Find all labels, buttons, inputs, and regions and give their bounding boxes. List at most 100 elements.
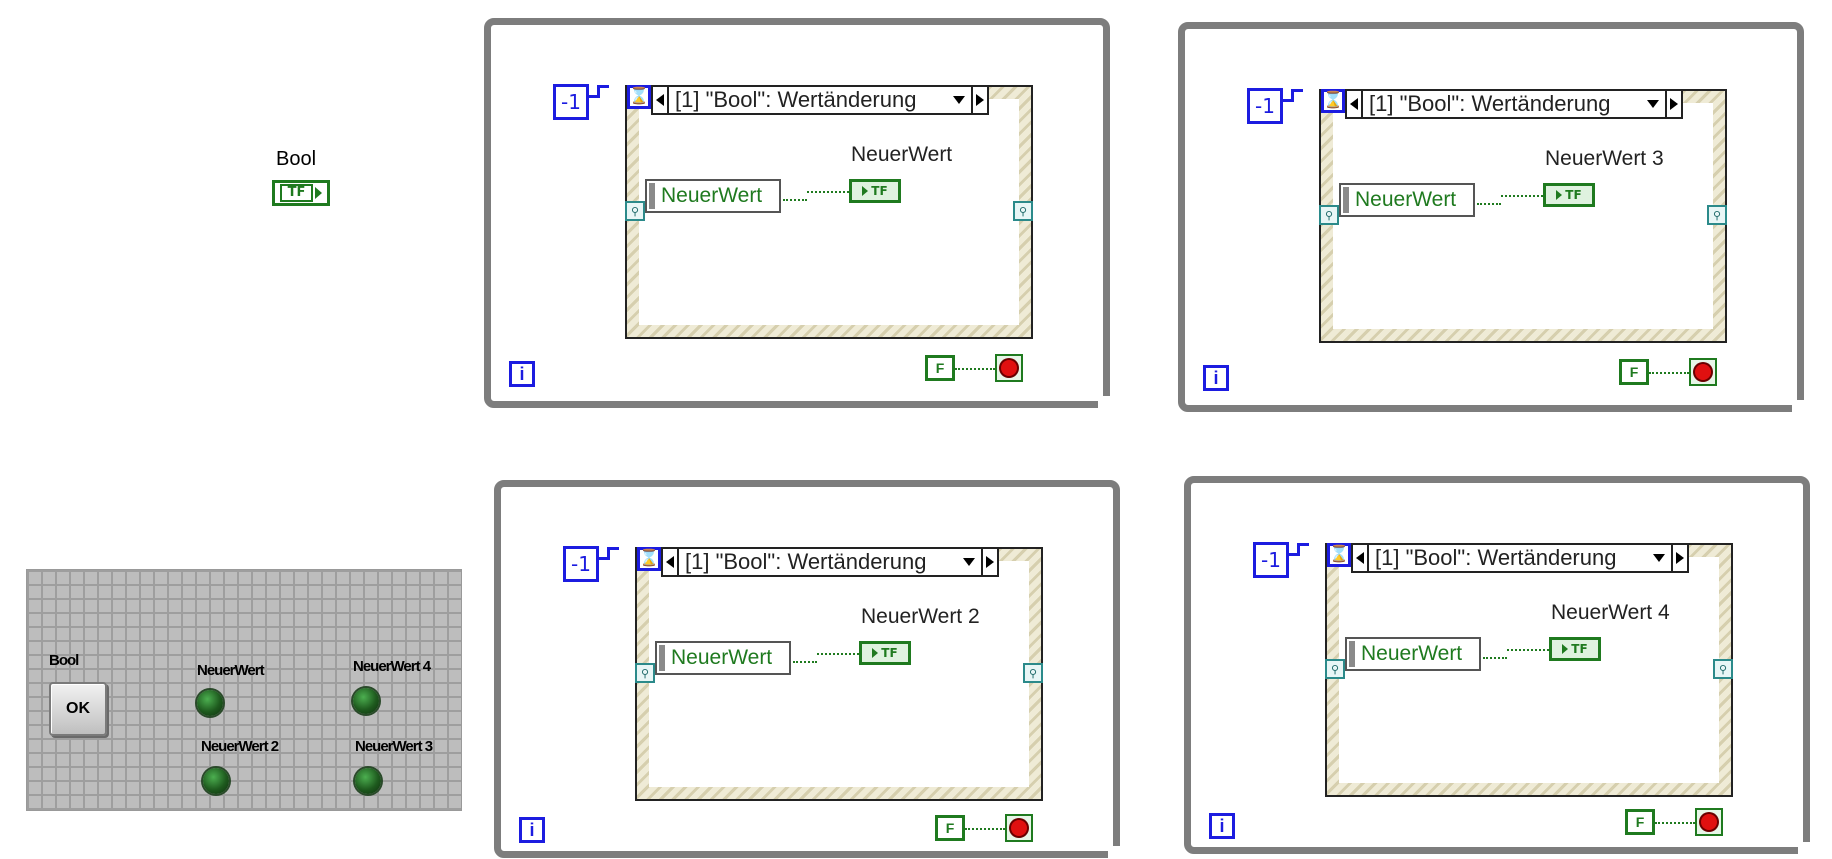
indicator-arrow-icon (862, 186, 869, 196)
stop-wire (965, 828, 1005, 830)
event-case-selector[interactable]: [1] "Bool": Wertänderung (651, 85, 989, 115)
indicator-type-text: TF (1565, 188, 1582, 202)
timeout-wire-top (1297, 543, 1309, 546)
dropdown-arrow-icon[interactable] (1653, 554, 1665, 562)
dropdown-arrow-icon[interactable] (1647, 100, 1659, 108)
event-data-node[interactable]: NeuerWert (655, 641, 791, 675)
bool-control-terminal[interactable]: TF (272, 180, 330, 206)
bool-type-text: TF (279, 184, 314, 202)
timeout-wire-vertical (597, 85, 600, 98)
indicator-type-text: TF (1571, 642, 1588, 656)
event-data-tunnel-icon: ⚲ (635, 663, 655, 683)
hourglass-icon: ⌛ (1327, 543, 1351, 567)
hourglass-icon: ⌛ (1321, 89, 1345, 113)
event-data-node-text: NeuerWert (1361, 642, 1463, 665)
while-loop-2[interactable]: -1 NeuerWert NeuerWert 3 TF ⌛ [1] "Bool"… (1178, 22, 1804, 412)
timeout-constant[interactable]: -1 (1247, 88, 1283, 124)
increment-arrow-icon[interactable] (981, 549, 997, 575)
data-wire-b (1507, 649, 1549, 651)
event-structure-1[interactable]: NeuerWert NeuerWert TF (625, 85, 1033, 339)
decrement-arrow-icon[interactable] (1353, 545, 1369, 571)
decrement-arrow-icon[interactable] (653, 87, 669, 113)
dropdown-arrow-icon[interactable] (953, 96, 965, 104)
event-data-tunnel-icon: ⚲ (1325, 659, 1345, 679)
decrement-arrow-icon[interactable] (1347, 91, 1363, 117)
indicator-label: NeuerWert 4 (1551, 601, 1670, 624)
indicator-terminal[interactable]: TF (859, 641, 911, 665)
decrement-arrow-icon[interactable] (663, 549, 679, 575)
indicator-arrow-icon (1562, 644, 1569, 654)
stop-wire (1655, 822, 1695, 824)
timeout-wire (599, 557, 609, 560)
event-case-label: [1] "Bool": Wertänderung (685, 549, 927, 574)
while-loop-1[interactable]: -1 NeuerWert NeuerWert TF ⌛ [1] "Bool": … (484, 18, 1110, 408)
event-structure-3[interactable]: NeuerWert NeuerWert 2 TF (635, 547, 1043, 801)
while-loop-4[interactable]: -1 NeuerWert NeuerWert 4 TF ⌛ [1] "Bool"… (1184, 476, 1810, 854)
timeout-constant[interactable]: -1 (1253, 542, 1289, 578)
timeout-constant[interactable]: -1 (563, 546, 599, 582)
event-case-selector[interactable]: [1] "Bool": Wertänderung (1345, 89, 1683, 119)
stop-button-icon[interactable] (995, 354, 1023, 382)
timeout-wire-top (1291, 89, 1303, 92)
led-neuerwert[interactable] (197, 690, 223, 716)
iteration-terminal: i (519, 817, 545, 843)
indicator-label: NeuerWert 3 (1545, 147, 1664, 170)
false-constant[interactable]: F (1619, 359, 1649, 385)
event-case-selector[interactable]: [1] "Bool": Wertänderung (1351, 543, 1689, 573)
led-label-neuerwert-2: NeuerWert 2 (201, 738, 279, 755)
indicator-arrow-icon (1556, 190, 1563, 200)
indicator-type-text: TF (871, 184, 888, 198)
timeout-constant[interactable]: -1 (553, 84, 589, 120)
event-structure-2[interactable]: NeuerWert NeuerWert 3 TF (1319, 89, 1727, 343)
indicator-label: NeuerWert 2 (861, 605, 980, 628)
hourglass-icon: ⌛ (637, 547, 661, 571)
stop-button-icon[interactable] (1005, 814, 1033, 842)
bool-terminal-label: Bool (276, 148, 317, 170)
increment-arrow-icon[interactable] (1671, 545, 1687, 571)
event-structure-4[interactable]: NeuerWert NeuerWert 4 TF (1325, 543, 1733, 797)
event-case-label: [1] "Bool": Wertänderung (1369, 91, 1611, 116)
iteration-terminal: i (1203, 365, 1229, 391)
indicator-terminal[interactable]: TF (1543, 183, 1595, 207)
dropdown-arrow-icon[interactable] (963, 558, 975, 566)
false-constant[interactable]: F (1625, 809, 1655, 835)
ok-button-label: Bool (49, 652, 79, 669)
event-data-tunnel-icon: ⚲ (1707, 205, 1727, 225)
data-wire-a (1477, 203, 1501, 205)
event-data-node[interactable]: NeuerWert (645, 179, 781, 213)
indicator-type-text: TF (881, 646, 898, 660)
data-wire-b (807, 191, 849, 193)
data-wire-b (1501, 195, 1543, 197)
increment-arrow-icon[interactable] (1665, 91, 1681, 117)
indicator-terminal[interactable]: TF (1549, 637, 1601, 661)
data-wire-b (817, 653, 859, 655)
false-constant[interactable]: F (925, 355, 955, 381)
timeout-wire (1289, 553, 1299, 556)
event-case-selector[interactable]: [1] "Bool": Wertänderung (661, 547, 999, 577)
iteration-terminal: i (1209, 813, 1235, 839)
data-wire-a (783, 199, 807, 201)
increment-arrow-icon[interactable] (971, 87, 987, 113)
hourglass-icon: ⌛ (627, 85, 651, 109)
ok-button-text: OK (66, 700, 90, 717)
event-case-label: [1] "Bool": Wertänderung (675, 87, 917, 112)
event-data-tunnel-icon: ⚲ (1713, 659, 1733, 679)
indicator-terminal[interactable]: TF (849, 179, 901, 203)
false-constant[interactable]: F (935, 815, 965, 841)
stop-button-icon[interactable] (1689, 358, 1717, 386)
event-data-node[interactable]: NeuerWert (1339, 183, 1475, 217)
data-wire-a (1483, 657, 1507, 659)
led-neuerwert-3[interactable] (355, 768, 381, 794)
led-label-neuerwert-3: NeuerWert 3 (355, 738, 433, 755)
iteration-terminal: i (509, 361, 535, 387)
led-neuerwert-2[interactable] (203, 768, 229, 794)
timeout-wire-vertical (607, 547, 610, 560)
data-wire-a (793, 661, 817, 663)
led-label-neuerwert-4: NeuerWert 4 (353, 658, 431, 675)
ok-button[interactable]: OK (49, 682, 107, 736)
led-neuerwert-4[interactable] (353, 688, 379, 714)
while-loop-3[interactable]: -1 NeuerWert NeuerWert 2 TF ⌛ [1] "Bool"… (494, 480, 1120, 858)
event-data-node[interactable]: NeuerWert (1345, 637, 1481, 671)
led-label-neuerwert: NeuerWert (197, 662, 265, 679)
stop-button-icon[interactable] (1695, 808, 1723, 836)
